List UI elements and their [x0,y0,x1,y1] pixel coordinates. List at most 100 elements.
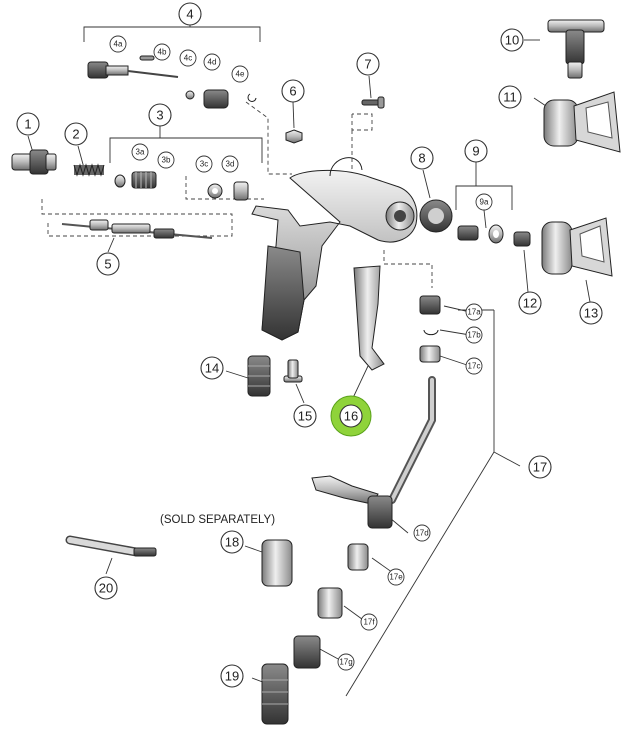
callout-18: 18 [220,530,244,554]
part-18-adapter [261,539,293,587]
callout-3d: 3d [221,155,239,173]
callout-4: 4 [178,2,202,26]
callout-4b: 4b [153,43,171,61]
callout-3a: 3a [131,143,149,161]
callout-6-label: 6 [289,84,296,99]
callout-9a: 9a [475,193,493,211]
callout-3c-label: 3c [200,160,208,169]
callout-1: 1 [16,112,40,136]
callout-17b: 17b [465,326,483,344]
callout-12: 12 [518,291,542,315]
callout-20: 20 [94,576,118,600]
callout-2-label: 2 [72,127,79,142]
callout-3a-label: 3a [136,148,145,157]
part-16-trigger [353,265,385,371]
spray-gun-body [251,157,418,341]
callout-18-label: 18 [225,535,239,550]
callout-8-label: 8 [418,151,425,166]
callout-3c: 3c [195,155,213,173]
callout-13: 13 [579,301,603,325]
part-2-spring [73,163,105,177]
part-5-valve-stem [61,219,213,239]
part-20-tool [65,535,157,557]
part-11-tip-guard [543,91,621,153]
callout-13-label: 13 [584,306,598,321]
callout-17f: 17f [360,613,378,631]
callout-9: 9 [464,139,488,163]
sold-separately-note: (SOLD SEPARATELY) [160,514,275,526]
callout-14-label: 14 [205,361,219,376]
part-17-fluid-tube [311,376,436,529]
callout-17e-label: 17e [389,573,403,582]
part-6-nut [285,129,303,144]
callout-16-highlighted: 16 [330,395,372,437]
callout-4a-label: 4a [114,40,123,49]
callout-15: 15 [293,404,317,428]
callout-19-label: 19 [225,669,239,684]
callout-16-label: 16 [344,409,358,424]
callout-4a: 4a [109,35,127,53]
callout-4-label: 4 [186,7,193,22]
part-4-needle-assembly [87,55,257,109]
callout-6: 6 [281,79,305,103]
callout-4e-label: 4e [236,70,245,79]
part-1-air-cap [11,149,57,175]
part-14-filter-fitting [247,355,271,397]
callout-17b-label: 17b [467,331,481,340]
callout-4e: 4e [231,65,249,83]
callout-14: 14 [200,356,224,380]
callout-17e: 17e [387,568,405,586]
callout-17d-label: 17d [415,529,428,538]
part-7-screw [361,96,385,109]
callout-8: 8 [410,146,434,170]
callout-17c-label: 17c [468,362,481,371]
callout-1-label: 1 [24,117,31,132]
callout-5-label: 5 [104,257,111,272]
callout-17c: 17c [465,357,483,375]
callout-17-label: 17 [533,460,547,475]
callout-9-label: 9 [472,144,479,159]
callout-20-label: 20 [99,581,113,596]
callout-11-label: 11 [503,90,517,105]
callout-3b: 3b [157,151,175,169]
callout-12-label: 12 [523,296,537,311]
part-12-nut [513,231,531,247]
callout-3-label: 3 [156,108,163,123]
callout-4d: 4d [203,53,221,71]
callout-4c: 4c [179,49,197,67]
callout-3b-label: 3b [162,156,171,165]
leader-lines [27,24,591,697]
callout-17g: 17g [337,653,355,671]
callout-10-label: 10 [505,33,519,48]
callout-15-label: 15 [298,409,312,424]
part-10-reversible-tip [547,19,605,79]
dashed-assembly-lines [41,101,433,288]
callout-17: 17 [528,455,552,479]
callout-3: 3 [148,103,172,127]
callout-17g-label: 17g [339,658,352,667]
part-17efg-connectors [293,543,369,669]
callout-17f-label: 17f [363,618,375,627]
part-17abc-fittings [419,295,441,363]
callout-11: 11 [498,85,522,109]
part-3-seal-kit [114,171,249,201]
callout-3d-label: 3d [226,160,235,169]
part-13-tip-guard [541,217,613,277]
callout-19: 19 [220,664,244,688]
callout-4c-label: 4c [184,54,192,63]
part-9-seat-assembly [457,224,504,244]
callout-9a-label: 9a [480,198,489,207]
callout-17a-label: 17a [467,308,481,317]
callout-17d: 17d [413,524,431,542]
callout-5: 5 [96,252,120,276]
callout-4b-label: 4b [158,48,167,57]
callout-17a: 17a [465,303,483,321]
part-8-gear-ring [419,199,453,233]
callout-7-label: 7 [364,57,371,72]
callout-10: 10 [500,28,524,52]
callout-4d-label: 4d [208,58,217,67]
part-19-swivel [261,663,289,725]
callout-7: 7 [356,52,380,76]
callout-2: 2 [64,122,88,146]
